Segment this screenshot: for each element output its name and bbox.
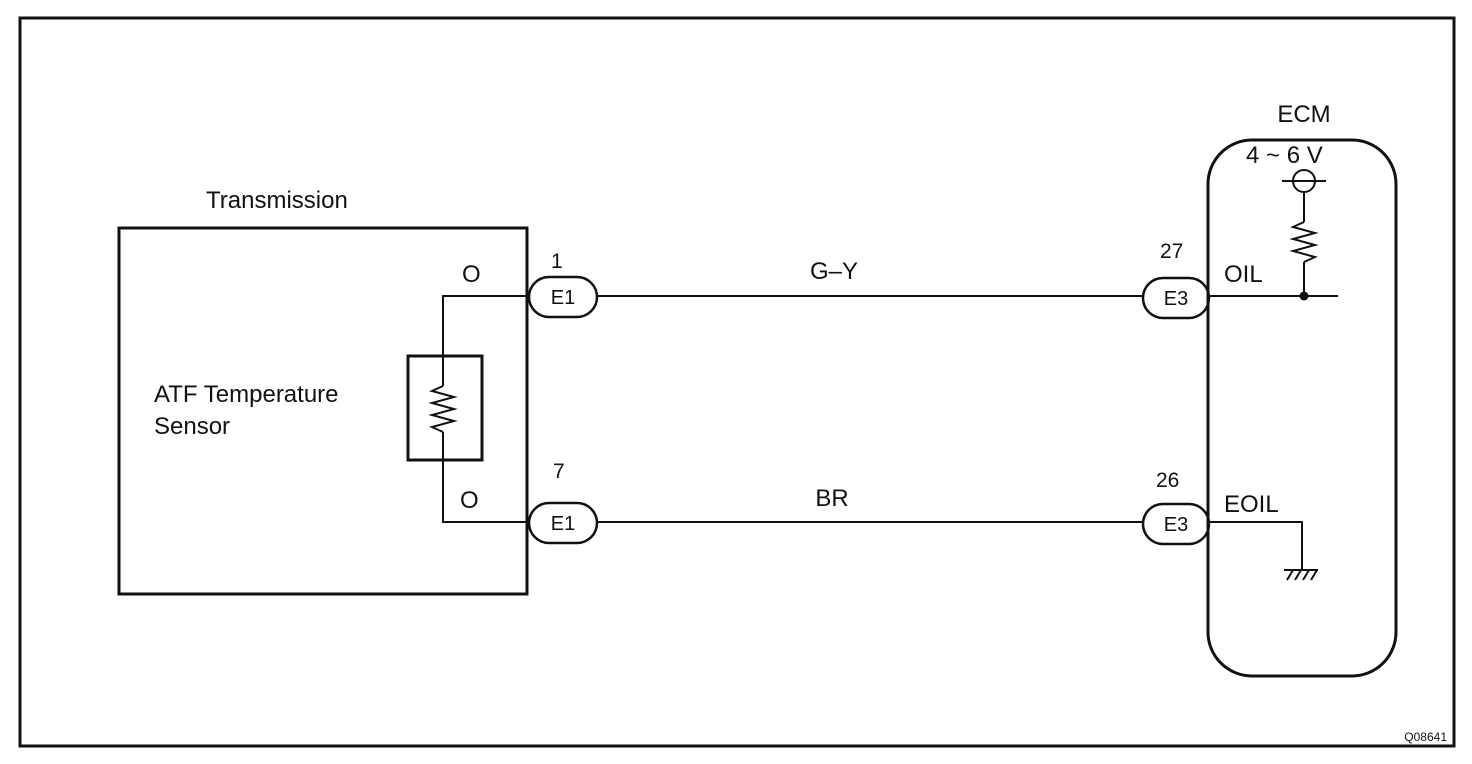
pin-number-1: 1	[551, 250, 563, 273]
figure-code: Q08641	[1404, 730, 1447, 744]
pullup-resistor-symbol	[1289, 221, 1319, 263]
eoil-internal-wire	[1209, 521, 1303, 570]
transmission-title: Transmission	[206, 187, 348, 214]
wire-label-br: BR	[815, 485, 848, 512]
thermistor-resistor-symbol	[428, 385, 458, 433]
pin-number-27: 27	[1160, 240, 1183, 263]
atf-sensor-box	[406, 354, 484, 462]
wire-label-g-y: G–Y	[810, 258, 858, 285]
sensor-wire-bottom	[442, 432, 527, 523]
connector-e1-bottom-label: E1	[551, 513, 575, 535]
connector-e1-top-label: E1	[551, 287, 575, 309]
ecm-box	[1206, 138, 1398, 678]
terminal-oil-label: OIL	[1224, 261, 1263, 288]
sensor-label-line1: ATF Temperature	[154, 381, 339, 408]
ground-icon	[1286, 569, 1318, 581]
pin-number-7: 7	[553, 460, 565, 483]
connector-e3-bottom-label: E3	[1164, 514, 1188, 536]
pin-number-26: 26	[1156, 469, 1179, 492]
ecm-title: ECM	[1277, 101, 1330, 128]
wire-color-bottom: O	[460, 487, 479, 514]
wire-color-top: O	[462, 261, 481, 288]
diagram-frame	[18, 16, 1456, 748]
ecm-voltage: 4 ~ 6 V	[1246, 142, 1323, 169]
terminal-eoil-label: EOIL	[1224, 491, 1279, 518]
sensor-label-line2: Sensor	[154, 413, 230, 440]
connector-e3-top-label: E3	[1164, 288, 1188, 310]
sensor-wire-top	[442, 295, 527, 386]
transmission-box	[117, 226, 529, 596]
